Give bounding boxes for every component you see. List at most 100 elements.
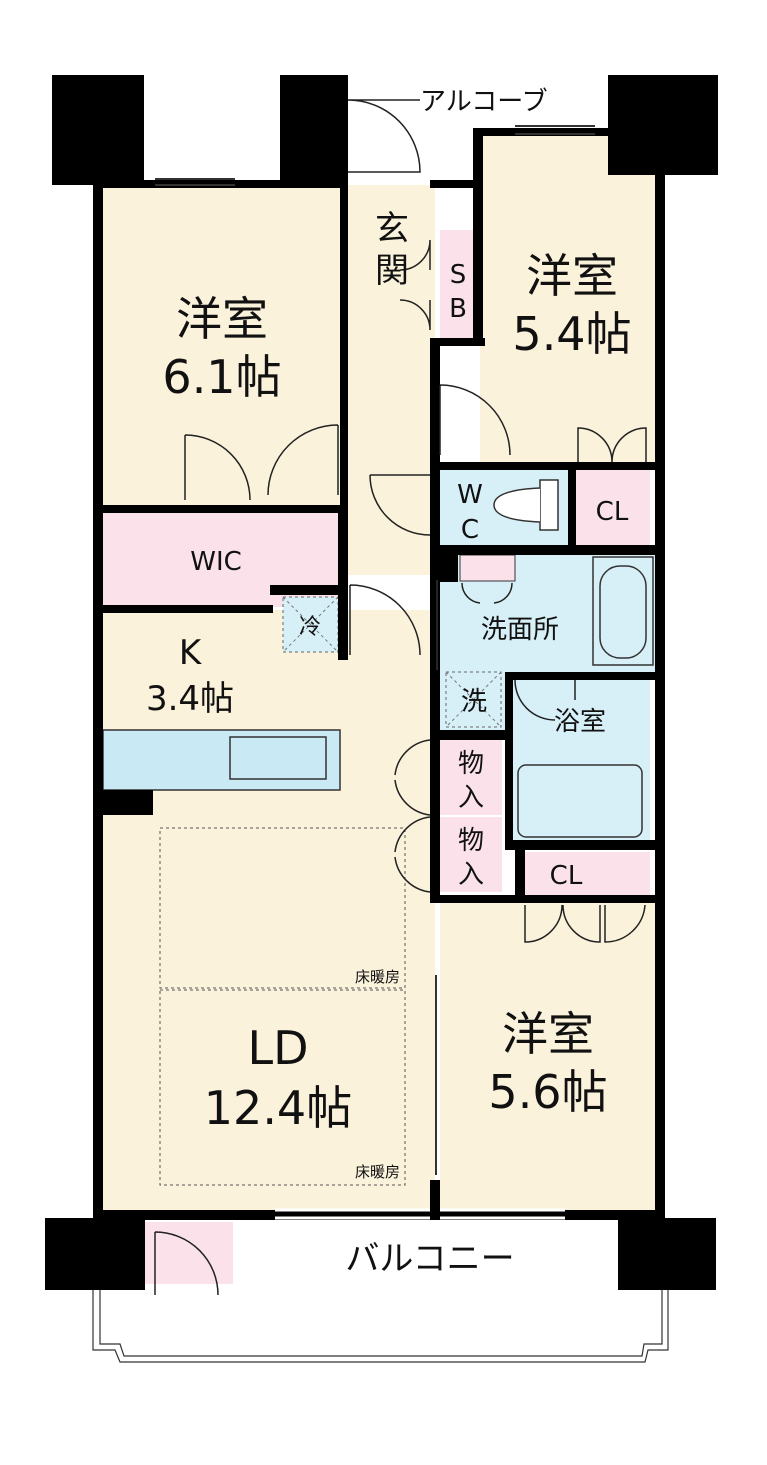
washer-diagonal-2: [445, 671, 502, 728]
room-fills: [100, 135, 660, 1284]
western-room-b-size: 5.4帖: [512, 307, 631, 361]
wall-wic-right: [338, 505, 348, 595]
door-room-b: [439, 384, 511, 456]
shoe-shelf: [459, 554, 516, 582]
storage-2-label-b: 入: [458, 860, 484, 890]
western-room-c-size: 5.6帖: [488, 1065, 607, 1119]
wall-bath-left: [505, 672, 513, 847]
western-room-c-name: 洋室: [502, 1007, 594, 1061]
western-room-b-name: 洋室: [526, 249, 618, 303]
door-sb-upper: [399, 239, 431, 271]
ld-floor: [100, 800, 435, 1215]
door-cl-upper: [577, 427, 647, 463]
wall-laundry-top: [438, 552, 458, 582]
entrance-label-1: 玄: [375, 209, 409, 249]
washbasin-bowl: [599, 565, 647, 659]
wic-label: WIC: [190, 547, 242, 577]
toilet-bowl: [493, 487, 541, 523]
wall-washer-bottom: [430, 730, 508, 740]
balcony-railing: [92, 1290, 669, 1363]
storage-1-floor: [440, 740, 502, 815]
bath-label: 浴室: [554, 707, 606, 737]
floor-heating-area-2: [159, 989, 406, 1186]
washer-box: [445, 671, 502, 728]
wc-label-w: W: [457, 480, 483, 510]
balcony-railing-inner: [99, 1290, 663, 1357]
wall-bottom: [93, 1210, 665, 1220]
wall-right: [655, 170, 665, 1220]
bathtub: [517, 764, 643, 838]
floor-heating-area-1: [159, 827, 406, 989]
western-room-c-floor: [440, 900, 658, 1215]
balcony-closet-floor: [145, 1222, 233, 1284]
wall-b-left: [473, 130, 483, 340]
western-room-b-floor: [480, 135, 660, 465]
kitchen-size: 3.4帖: [146, 679, 234, 719]
wall-wc-right: [568, 462, 576, 550]
floor-heating-label-2: 床暖房: [355, 1163, 400, 1181]
pillar-top-right: [608, 75, 718, 175]
entrance-label-2: 関: [375, 251, 409, 291]
wall-kitchen-stub: [93, 790, 153, 815]
wall-hall-a: [340, 180, 348, 510]
alcove-label: アルコーブ: [420, 87, 548, 117]
pillar-top-mid: [280, 75, 348, 185]
door-entrance: [347, 99, 421, 173]
washer-label: 洗: [461, 687, 487, 717]
pillar-bottom-right: [618, 1218, 716, 1290]
wall-wic-notch: [270, 585, 345, 595]
wall-bath-top: [508, 672, 660, 680]
bathroom-floor: [512, 678, 650, 840]
wall-b-bottom: [430, 462, 660, 470]
floor-heating-areas: [159, 827, 406, 1186]
western-room-a-size: 6.1帖: [162, 350, 281, 404]
wall-sb-bottom: [430, 338, 485, 346]
sb-label-s: S: [450, 260, 467, 290]
cl-lower-floor: [525, 852, 650, 897]
fridge-label: 冷: [299, 615, 321, 640]
door-room-a-2: [267, 424, 339, 496]
door-room-a-1: [184, 434, 251, 501]
door-storage-2: [394, 816, 431, 893]
wc-label-c: C: [461, 515, 479, 545]
wall-a-bottom: [93, 505, 348, 513]
sb-label-b: B: [449, 294, 467, 324]
wall-c-left: [430, 1180, 440, 1220]
washroom-label: 洗面所: [481, 615, 559, 645]
cl-upper-label: CL: [596, 497, 629, 527]
sb-floor: [440, 230, 478, 338]
storage-1-label-a: 物: [458, 749, 484, 779]
door-cl-lower: [524, 904, 646, 943]
western-room-a-name: 洋室: [176, 292, 268, 346]
washbasin-counter: [592, 556, 654, 666]
fridge-diagonal-2: [282, 596, 339, 653]
labels: アルコーブ 洋室 6.1帖 洋室 5.4帖 玄 関 S B WIC W C CL…: [146, 87, 632, 1279]
kitchen-sink: [229, 736, 327, 780]
toilet-tank: [539, 479, 559, 531]
storage-2-label-a: 物: [458, 826, 484, 856]
pillar-bottom-left: [45, 1218, 145, 1290]
wall-wic-bottom: [93, 605, 273, 613]
door-bath: [514, 679, 576, 721]
wall-hall-right: [430, 340, 440, 900]
fixtures: [102, 479, 654, 838]
cl-upper-floor: [575, 470, 650, 545]
windows: [155, 125, 595, 1220]
ld-size: 12.4帖: [204, 1081, 352, 1135]
doors: [154, 99, 647, 1296]
wall-left: [93, 180, 103, 1225]
wall-wc-bottom: [430, 545, 660, 555]
door-wc: [369, 474, 431, 536]
door-kitchen: [349, 584, 421, 656]
storage-1-label-b: 入: [458, 783, 484, 813]
wall-entrance-top: [430, 180, 475, 188]
door-sb: [399, 299, 431, 331]
kitchen-name: K: [179, 633, 203, 673]
hallway-floor: [345, 185, 435, 575]
western-room-a-floor: [100, 185, 345, 507]
pillar-top-left: [52, 75, 144, 185]
wall-bath-bottom: [505, 840, 660, 850]
door-balcony-closet: [154, 1231, 219, 1296]
storage-2-floor: [440, 817, 502, 892]
